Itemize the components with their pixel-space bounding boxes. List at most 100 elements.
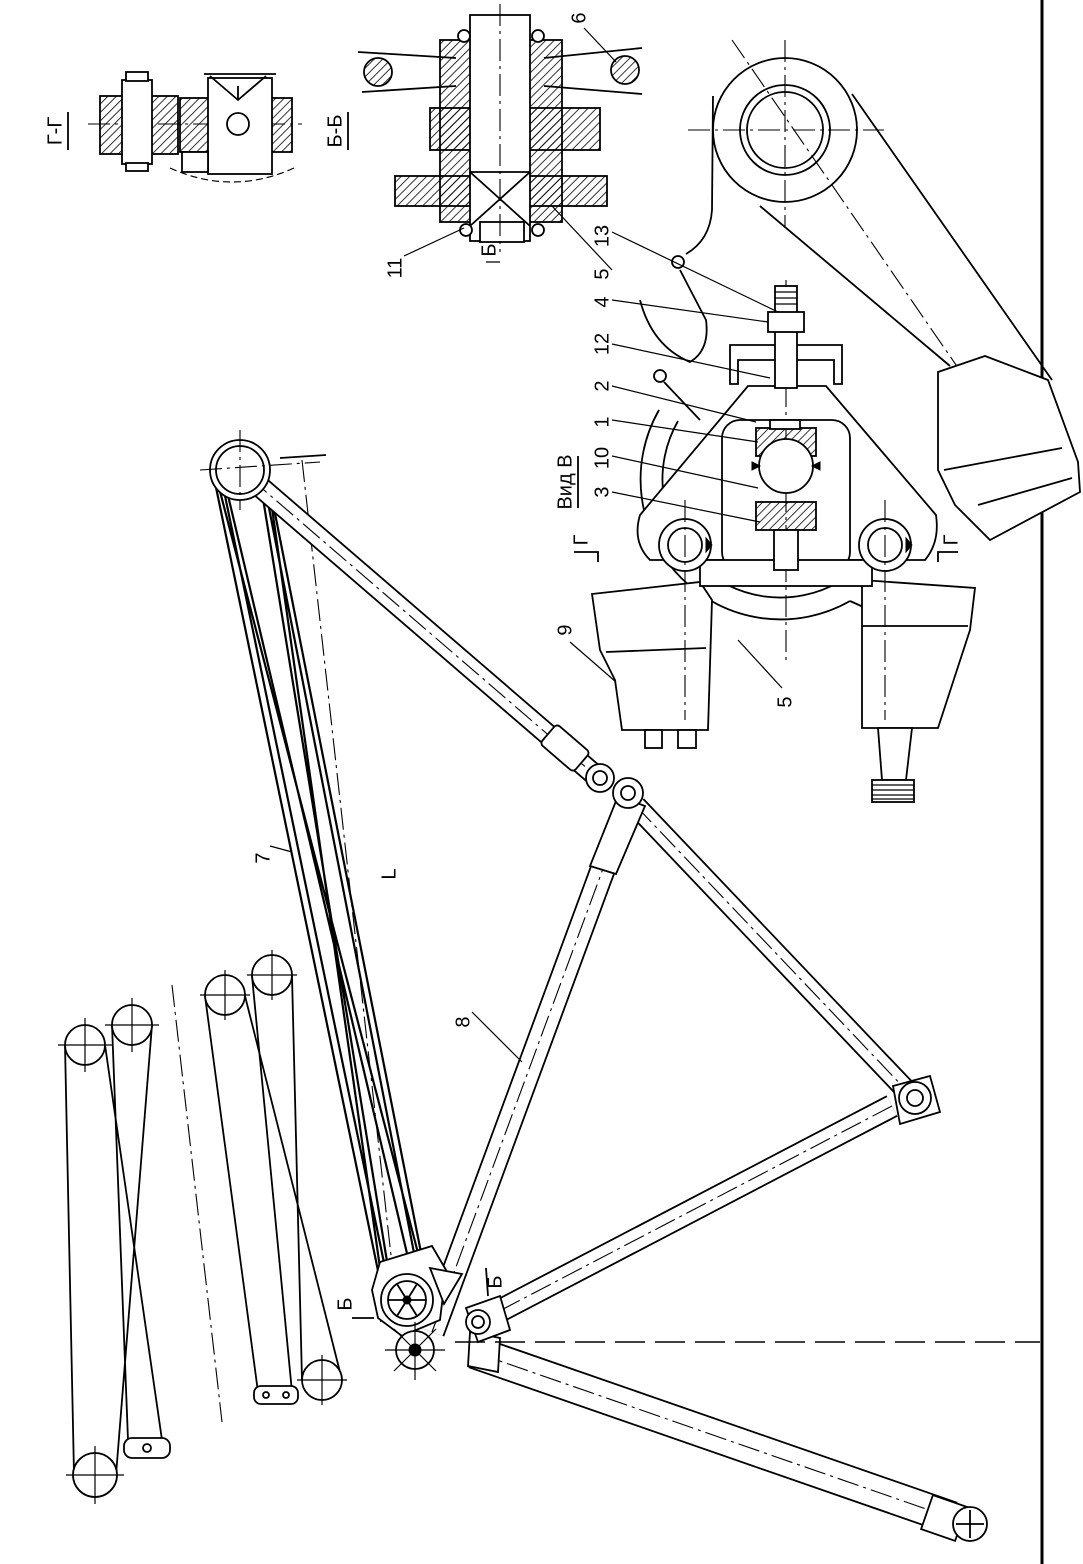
section-g-g-pin-cap-bottom <box>125 162 149 172</box>
drive-sprocket: Б Б <box>334 1244 506 1380</box>
callout-4: 4 <box>591 296 613 307</box>
right-jaw <box>861 579 977 729</box>
section-b-b-view: Б-Б <box>324 4 643 252</box>
joint-knee <box>898 1081 932 1115</box>
section-mark-g-left: Г <box>570 534 592 545</box>
section-b-b-bolt-2 <box>531 29 545 43</box>
part-12-crossbar <box>729 344 843 385</box>
callout-8: 8 <box>452 1016 474 1027</box>
joint-lower <box>465 1309 491 1335</box>
belt-strands <box>210 461 430 1301</box>
crescent-tie <box>663 381 701 421</box>
section-marks-g: Г Г <box>570 534 962 562</box>
left-jaw-line <box>605 647 707 653</box>
section-mark-b-right-line <box>485 1267 489 1297</box>
belt-scheme-left-strands <box>64 1024 163 1476</box>
section-b-b-bolt-4 <box>531 223 545 237</box>
belt-scheme-left <box>58 998 171 1504</box>
callout-10: 10 <box>591 447 613 469</box>
bottom-rod-end-cross <box>956 1510 984 1538</box>
joint-boom-end-pin <box>592 770 608 786</box>
section-mark-b-left: Б <box>334 1297 356 1310</box>
callout-2: 2 <box>591 380 613 391</box>
sprocket-stop-plate <box>428 1266 464 1307</box>
section-g-g-foot <box>181 151 209 173</box>
belt-scheme-middle-plate-hole-2 <box>282 1391 290 1399</box>
callout-1: 1 <box>591 416 613 427</box>
callout-11: 11 <box>384 258 406 279</box>
crescent-link <box>639 269 708 364</box>
belt-scheme-left-plate <box>123 1437 171 1459</box>
crescent-pin-bottom <box>653 369 667 383</box>
gripper-assembly <box>590 280 977 803</box>
arm-outline <box>685 93 1053 381</box>
section-b-b-bolt-3 <box>459 223 473 237</box>
section-g-g-pin <box>121 79 153 165</box>
teeth-holder <box>877 727 914 781</box>
left-jaw <box>590 581 713 731</box>
arm-head-bore-outer <box>739 84 831 176</box>
swing-arc-outer <box>639 409 851 621</box>
upper-pulley <box>199 430 321 510</box>
callout-6: 6 <box>568 12 590 23</box>
callout-7-leader <box>269 845 293 853</box>
teeth-lines <box>872 784 914 800</box>
left-jaw-tab-1 <box>644 729 663 749</box>
joint-boom-end <box>585 763 615 793</box>
arm-head <box>639 39 1081 542</box>
joint-knee-pin <box>906 1089 924 1107</box>
bottom-rod-axis <box>473 1351 953 1519</box>
rod-part-8: 8 <box>419 794 647 1337</box>
joint-lower-pin <box>471 1315 485 1329</box>
part-10-ring <box>758 438 814 494</box>
joints <box>464 763 942 1344</box>
section-g-g-arc <box>169 167 295 183</box>
part-3-block <box>755 501 817 531</box>
callout-9: 9 <box>554 624 576 635</box>
arm-head-bore-inner <box>746 91 824 169</box>
boom-rod <box>242 469 604 785</box>
belt-scheme-middle-axis <box>171 984 223 1423</box>
belt-scheme-middle <box>171 950 347 1423</box>
belt-scheme-middle-plate <box>253 1385 299 1405</box>
section-mark-b-top: Б <box>478 243 500 256</box>
section-mark-g-left-line <box>574 551 599 562</box>
section-mark-g-right-line <box>937 551 958 562</box>
joint-rod-8-top-pin <box>620 785 636 801</box>
belt-scheme-middle-strands <box>204 975 343 1393</box>
bottom-rod <box>467 1330 988 1543</box>
belt-part-7: 7 <box>210 461 430 1301</box>
section-g-g-view: Г-Г <box>44 71 302 183</box>
rod-8-axis <box>431 865 605 1333</box>
callout-13: 13 <box>591 225 613 247</box>
section-g-g-title: Г-Г <box>44 117 66 145</box>
lower-pivot-rays <box>385 1322 445 1380</box>
belt-scheme-left-plate-hole <box>142 1443 152 1453</box>
callout-7: 7 <box>252 852 274 863</box>
lower-diagonal-rod <box>480 1095 898 1329</box>
part-2-cap <box>769 419 801 430</box>
boom-rod-axis <box>249 477 597 777</box>
upper-right-rod <box>628 798 914 1098</box>
section-b-b-title: Б-Б <box>324 115 346 148</box>
view-v-title: Вид В <box>554 454 576 509</box>
jaw-pivot-arrows <box>705 536 913 554</box>
boom-rod-sleeve <box>540 724 590 772</box>
section-b-b-pipe-right-end <box>610 55 640 85</box>
adjusting-rod-thread <box>775 291 797 305</box>
belt-scheme-middle-plate-hole-1 <box>262 1391 270 1399</box>
adjusting-rod <box>774 285 798 389</box>
part-4-nut <box>767 311 805 333</box>
section-g-g-bore <box>226 112 250 136</box>
section-mark-b-right: Б <box>484 1275 506 1288</box>
part-3-rod <box>773 529 799 571</box>
belt-scheme-middle-crosshairs <box>200 950 347 1405</box>
joint-rod-8-top <box>612 777 644 809</box>
rod-8-clevis <box>588 794 647 876</box>
bucket-shoe-edge <box>943 447 1073 506</box>
arm-head-outer <box>712 57 858 203</box>
callout-12: 12 <box>591 333 613 355</box>
section-g-g-funnel <box>204 73 276 102</box>
lower-diagonal-rod-axis <box>485 1105 893 1319</box>
bucket-shoe <box>937 355 1081 542</box>
